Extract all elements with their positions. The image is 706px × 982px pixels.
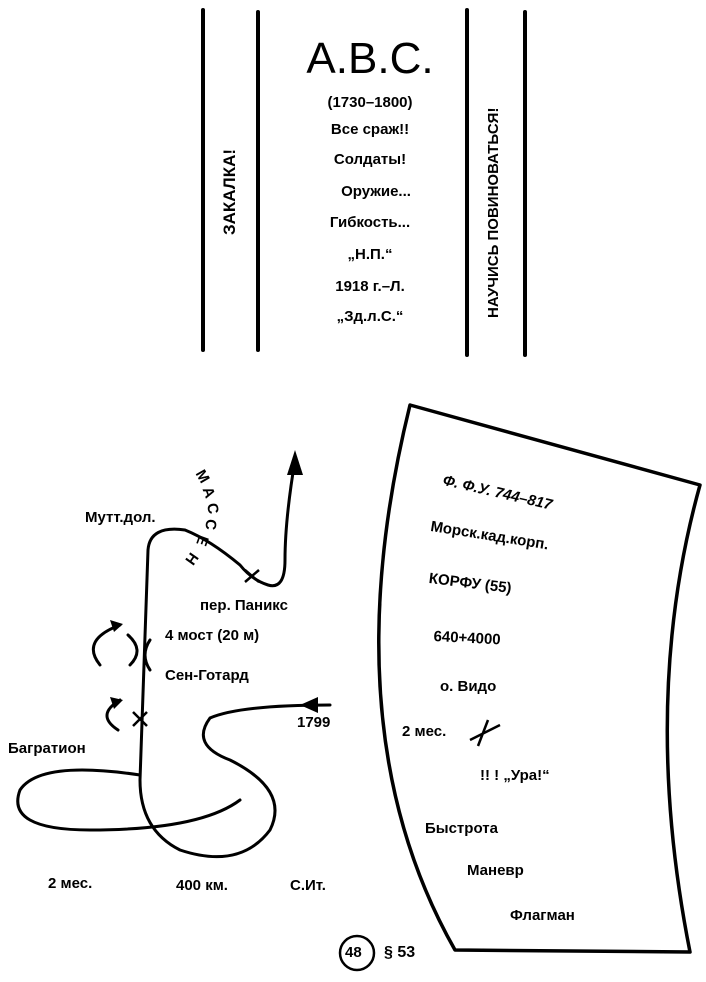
label-months: 2 мес. xyxy=(48,875,93,892)
label-paniks: пер. Паникс xyxy=(200,597,288,614)
card-line: Флагман xyxy=(510,907,575,924)
label-gotard: Сен-Готард xyxy=(165,667,249,684)
cross-icon xyxy=(469,719,501,747)
arrow-small-icon xyxy=(110,697,123,709)
card-line: Быстрота xyxy=(425,820,498,837)
label-mutt: Мутт.дол. xyxy=(85,509,156,526)
suvorov-route xyxy=(16,458,332,859)
battle-marks xyxy=(132,569,501,747)
title: A.B.C. xyxy=(306,34,434,83)
right-banner-text: НАУЧИСЬ ПОВИНОВАТЬСЯ! xyxy=(485,107,502,318)
center-line: „Н.П.“ xyxy=(347,246,393,263)
center-line: 1918 г.–Л. xyxy=(335,278,405,295)
arrow-west-icon xyxy=(300,697,318,713)
card-line: 640+4000 xyxy=(433,628,502,649)
label-year: 1799 xyxy=(297,714,331,731)
card-line: Маневр xyxy=(467,862,524,879)
card-line: 2 мес. xyxy=(402,723,447,740)
center-line: Оружие... xyxy=(341,183,411,200)
card-line: о. Видо xyxy=(440,678,497,695)
center-line: Гибкость... xyxy=(329,214,411,231)
cross-icon xyxy=(244,569,260,583)
center-line: (1730–1800) xyxy=(327,94,413,111)
label-bagration: Багратион xyxy=(8,740,86,757)
label-north-italy: С.Ит. xyxy=(290,877,326,894)
page-number: 48 xyxy=(345,944,362,961)
label-distance: 400 км. xyxy=(176,877,228,894)
center-line: „Зд.л.С.“ xyxy=(336,308,404,325)
card-outline xyxy=(377,403,702,954)
arrowheads xyxy=(110,450,318,713)
arrow-small-icon xyxy=(110,620,123,632)
center-line: Солдаты! xyxy=(333,151,407,168)
arrow-north-icon xyxy=(287,450,303,475)
section-number: § 53 xyxy=(384,944,416,961)
card-line: !! ! „Ура!“ xyxy=(480,767,550,784)
cross-icon xyxy=(132,711,148,727)
page-number-circle xyxy=(338,934,376,972)
label-bridge: 4 мост (20 м) xyxy=(165,627,260,644)
center-line: Все сраж!! xyxy=(330,121,410,138)
massen-letter: С xyxy=(201,518,220,531)
left-banner-text: ЗАКАЛКА! xyxy=(220,148,239,235)
